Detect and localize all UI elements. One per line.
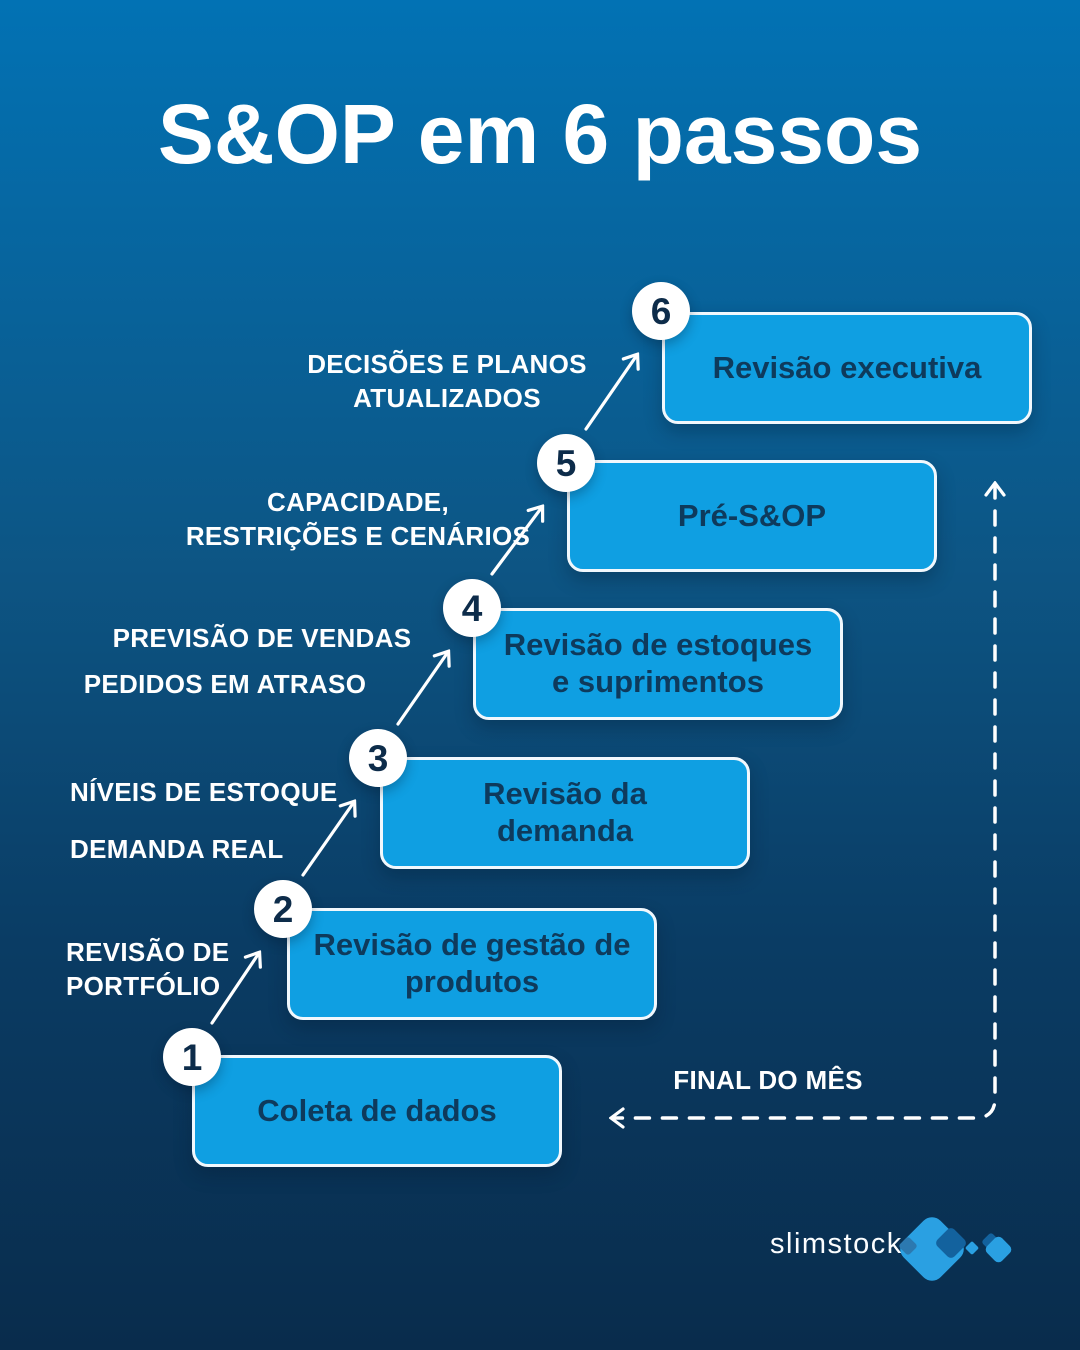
annotation-niveis-estoque: NÍVEIS DE ESTOQUE xyxy=(70,777,338,807)
step-box-revisao-demanda: Revisão da demanda xyxy=(380,757,750,869)
arrow-step-2-3 xyxy=(301,802,354,877)
step-box-revisao-gestao-produtos: Revisão de gestão de produtos xyxy=(287,908,657,1020)
annotation-decisoes-planos: DECISÕES E PLANOS ATUALIZADOS xyxy=(307,349,587,413)
step-label: Revisão executiva xyxy=(712,349,982,385)
step-number-badge-4: 4 xyxy=(443,579,501,637)
step-number: 5 xyxy=(555,442,577,484)
step-label: Revisão da demanda xyxy=(483,776,647,848)
arrow-step-3-4 xyxy=(396,652,448,726)
step-number: 2 xyxy=(272,888,294,930)
step-number-badge-3: 3 xyxy=(349,729,407,787)
step-box-revisao-estoques-suprimentos: Revisão de estoques e suprimentos xyxy=(473,608,843,720)
step-box-revisao-executiva: Revisão executiva xyxy=(662,312,1032,424)
step-label: Revisão de estoques e suprimentos xyxy=(503,627,813,699)
step-number: 6 xyxy=(650,290,672,332)
annotation-capacidade-restricoes: CAPACIDADE, RESTRIÇÕES E CENÁRIOS xyxy=(185,487,531,551)
page-title: S&OP em 6 passos xyxy=(157,87,923,181)
step-number-badge-5: 5 xyxy=(537,434,595,492)
brand-wordmark: slimstock xyxy=(770,1228,903,1260)
month-end-label: FINAL DO MÊS xyxy=(673,1065,863,1095)
step-number-badge-1: 1 xyxy=(163,1028,221,1086)
step-number: 3 xyxy=(367,737,389,779)
annotation-pedidos-atraso: PEDIDOS EM ATRASO xyxy=(83,669,367,699)
step-number: 1 xyxy=(181,1036,203,1078)
step-number-badge-6: 6 xyxy=(632,282,690,340)
annotation-demanda-real: DEMANDA REAL xyxy=(70,834,284,864)
annotation-previsao-vendas: PREVISÃO DE VENDAS xyxy=(112,623,412,653)
logo-diamond-dot-icon xyxy=(964,1240,980,1256)
step-box-coleta-de-dados: Coleta de dados xyxy=(192,1055,562,1167)
step-number-badge-2: 2 xyxy=(254,880,312,938)
step-box-pre-sop: Pré-S&OP xyxy=(567,460,937,572)
step-label: Pré-S&OP xyxy=(677,497,827,533)
step-label: Revisão de gestão de produtos xyxy=(313,927,631,999)
annotation-revisao-portfolio: REVISÃO DE PORTFÓLIO xyxy=(66,937,230,1001)
step-label: Coleta de dados xyxy=(257,1092,497,1128)
step-number: 4 xyxy=(461,587,483,629)
